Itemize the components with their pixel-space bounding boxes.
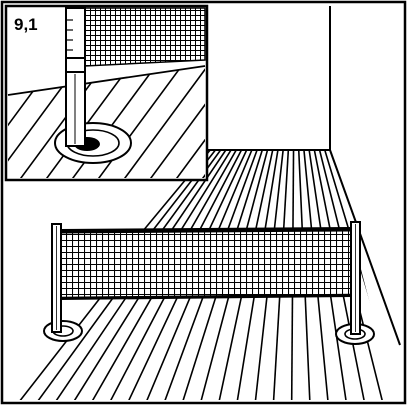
right-net-post [350,221,361,335]
net [60,226,352,301]
inset-plank-line [173,66,205,178]
inset-net [84,7,206,67]
inset-plank-line [43,66,135,178]
inset-plank-line [147,66,205,178]
figure-label: 9,1 [14,15,38,34]
left-floor-socket [43,320,83,342]
inset-net-post [65,7,86,147]
left-net-post [51,223,62,333]
detail-inset: 9,1 [4,4,209,182]
inset-plank-line [121,66,205,178]
